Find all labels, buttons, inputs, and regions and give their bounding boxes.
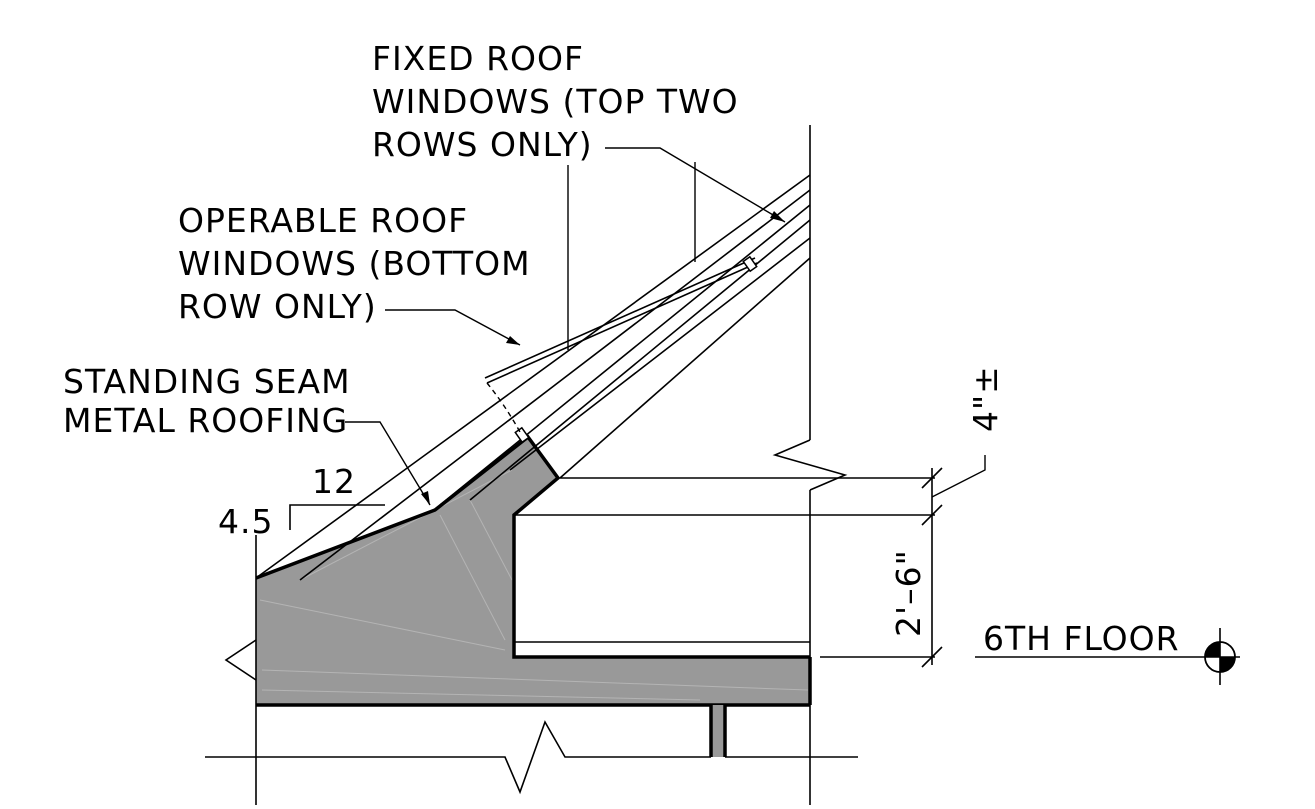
roof-deck-outline: [255, 434, 810, 659]
level-datum-symbol-icon: [1204, 628, 1240, 685]
operable-label-line-1: OPERABLE ROOF: [178, 201, 468, 240]
seam-label-line-2: METAL ROOFING: [63, 401, 348, 440]
operable-label-line-3: ROW ONLY): [178, 287, 377, 326]
fixed-label-line-2: WINDOWS (TOP TWO: [372, 82, 739, 121]
dim-main-label: 2'–6": [889, 549, 928, 637]
seam-label-line-1: STANDING SEAM: [63, 362, 351, 401]
leaders: [345, 147, 786, 506]
fixed-label-line-1: FIXED ROOF: [372, 39, 584, 78]
left-wall-lines: [224, 535, 257, 805]
level-name-label: 6TH FLOOR: [983, 619, 1180, 658]
lower-break-line: [205, 720, 858, 795]
dim-top-label: 4"±: [966, 365, 1005, 432]
dimensions: [921, 455, 986, 668]
label-standing-seam: STANDING SEAM METAL ROOFING: [63, 362, 351, 440]
interior-lines: [514, 477, 935, 658]
concrete-fill: [256, 437, 810, 705]
column: [709, 705, 727, 757]
right-wall-lines: [772, 125, 848, 805]
roof-window-layers: [255, 174, 811, 581]
slope-rise-label: 4.5: [218, 502, 273, 541]
label-fixed-roof-windows: FIXED ROOF WINDOWS (TOP TWO ROWS ONLY): [372, 39, 739, 164]
fixed-label-line-3: ROWS ONLY): [372, 125, 593, 164]
level-datum: [975, 628, 1240, 685]
concrete-section: [255, 434, 812, 707]
operable-label-line-2: WINDOWS (BOTTOM: [178, 244, 531, 283]
slope-run-label: 12: [312, 462, 356, 501]
concrete-hatch: [259, 469, 809, 701]
label-operable-roof-windows: OPERABLE ROOF WINDOWS (BOTTOM ROW ONLY): [178, 201, 531, 326]
slope-indicator: [289, 504, 385, 530]
